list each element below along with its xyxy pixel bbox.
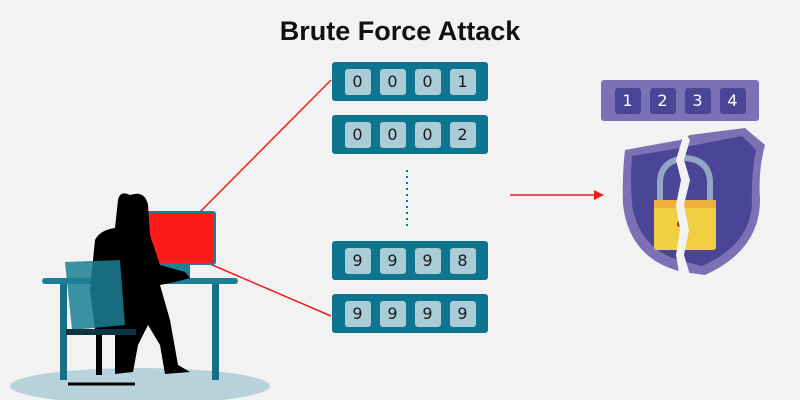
attempt-row-0002: 0 0 0 2 (332, 115, 488, 154)
page-title: Brute Force Attack (279, 16, 521, 46)
digit-cell: 0 (379, 68, 406, 95)
attempt-row-0001: 0 0 0 1 (332, 62, 488, 101)
digit-cell: 9 (449, 300, 476, 327)
digit-cell: 9 (414, 247, 441, 274)
arrow-icon (510, 190, 604, 200)
digit-cell: 2 (449, 121, 476, 148)
digit-cell: 0 (379, 121, 406, 148)
connector-line-top (199, 79, 332, 213)
attempt-row-9998: 9 9 9 8 (332, 241, 488, 280)
digit-cell: 9 (379, 300, 406, 327)
digit-cell: 0 (344, 121, 371, 148)
digit-cell: 9 (344, 247, 371, 274)
digit-cell: 9 (379, 247, 406, 274)
code-digit: 1 (614, 87, 641, 114)
code-digit: 4 (719, 87, 746, 114)
digit-cell: 0 (344, 68, 371, 95)
connector-line-bottom (209, 263, 332, 317)
digit-cell: 0 (414, 121, 441, 148)
floor-shadow (10, 368, 270, 400)
digit-cell: 0 (414, 68, 441, 95)
digit-cell: 8 (449, 247, 476, 274)
chair (65, 260, 136, 386)
code-digit: 3 (684, 87, 711, 114)
broken-shield-lock-icon (622, 128, 765, 278)
code-digit: 2 (649, 87, 676, 114)
hacker-silhouette (90, 193, 190, 374)
cracked-code: 1 2 3 4 (601, 80, 759, 121)
digit-cell: 9 (414, 300, 441, 327)
digit-cell: 1 (449, 68, 476, 95)
attempt-row-9999: 9 9 9 9 (332, 294, 488, 333)
digit-cell: 9 (344, 300, 371, 327)
